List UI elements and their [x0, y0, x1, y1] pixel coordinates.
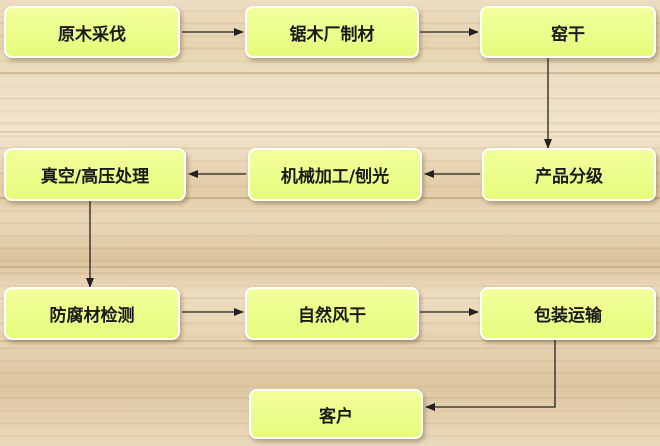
wood-grain — [0, 340, 660, 342]
arrow-s9-s10 — [425, 339, 556, 411]
step-vacuum-pressure: 真空/高压处理 — [4, 148, 186, 201]
wood-grain — [0, 72, 660, 74]
step-packaging: 包装运输 — [480, 287, 656, 340]
step-sawmill: 锯木厂制材 — [245, 6, 419, 58]
step-machining: 机械加工/刨光 — [248, 148, 422, 201]
step-log-harvesting: 原木采伐 — [4, 6, 180, 58]
step-inspection: 防腐材检测 — [4, 287, 180, 340]
step-air-drying: 自然风干 — [245, 287, 419, 340]
wood-grain — [0, 131, 660, 133]
wood-grain — [0, 266, 660, 268]
step-kiln-drying: 窑干 — [480, 6, 656, 58]
step-grading: 产品分级 — [482, 148, 656, 201]
step-customer: 客户 — [249, 389, 423, 439]
